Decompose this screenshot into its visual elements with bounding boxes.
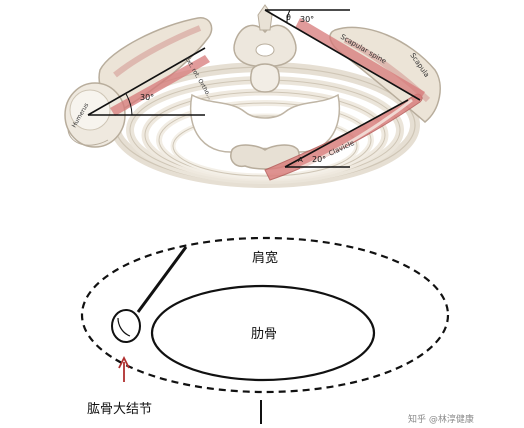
rib-ellipse <box>150 284 376 382</box>
shoulder-width-label: 肩宽 <box>252 250 278 266</box>
humerus-head-detail <box>117 317 131 337</box>
scapular-spine-band <box>295 18 425 100</box>
left-muscle-band <box>110 55 210 116</box>
anatomy-illustration: 30° θ 30° 20° A Scapular spine Scapula C… <box>64 4 441 188</box>
angle-arc-top <box>286 9 291 23</box>
watermark: 知乎 @林淳健康 <box>408 413 474 424</box>
humerus-head <box>64 82 126 148</box>
angle-reference-lines <box>87 9 421 168</box>
humerus-shaft-line <box>136 246 188 313</box>
greater-tubercle-label: 肱骨大结节 <box>87 402 152 417</box>
schematic-diagram: 肩宽 肋骨 肱骨大结节 知乎 @林淳健康 <box>80 236 474 425</box>
vertebra <box>233 4 297 93</box>
theta-label: θ <box>286 13 291 22</box>
alpha-label: A <box>298 156 303 164</box>
angle-arc-left <box>125 93 133 116</box>
angle-label-lower: 20° <box>312 155 326 164</box>
shoulder-outline-dashed <box>80 236 450 394</box>
rib-label: 肋骨 <box>251 327 277 342</box>
humerus-head-outline <box>111 309 141 343</box>
angle-label-top: 30° <box>300 15 314 24</box>
angle-label-left: 30° <box>140 93 154 102</box>
greater-tubercle-arrow <box>118 355 130 382</box>
